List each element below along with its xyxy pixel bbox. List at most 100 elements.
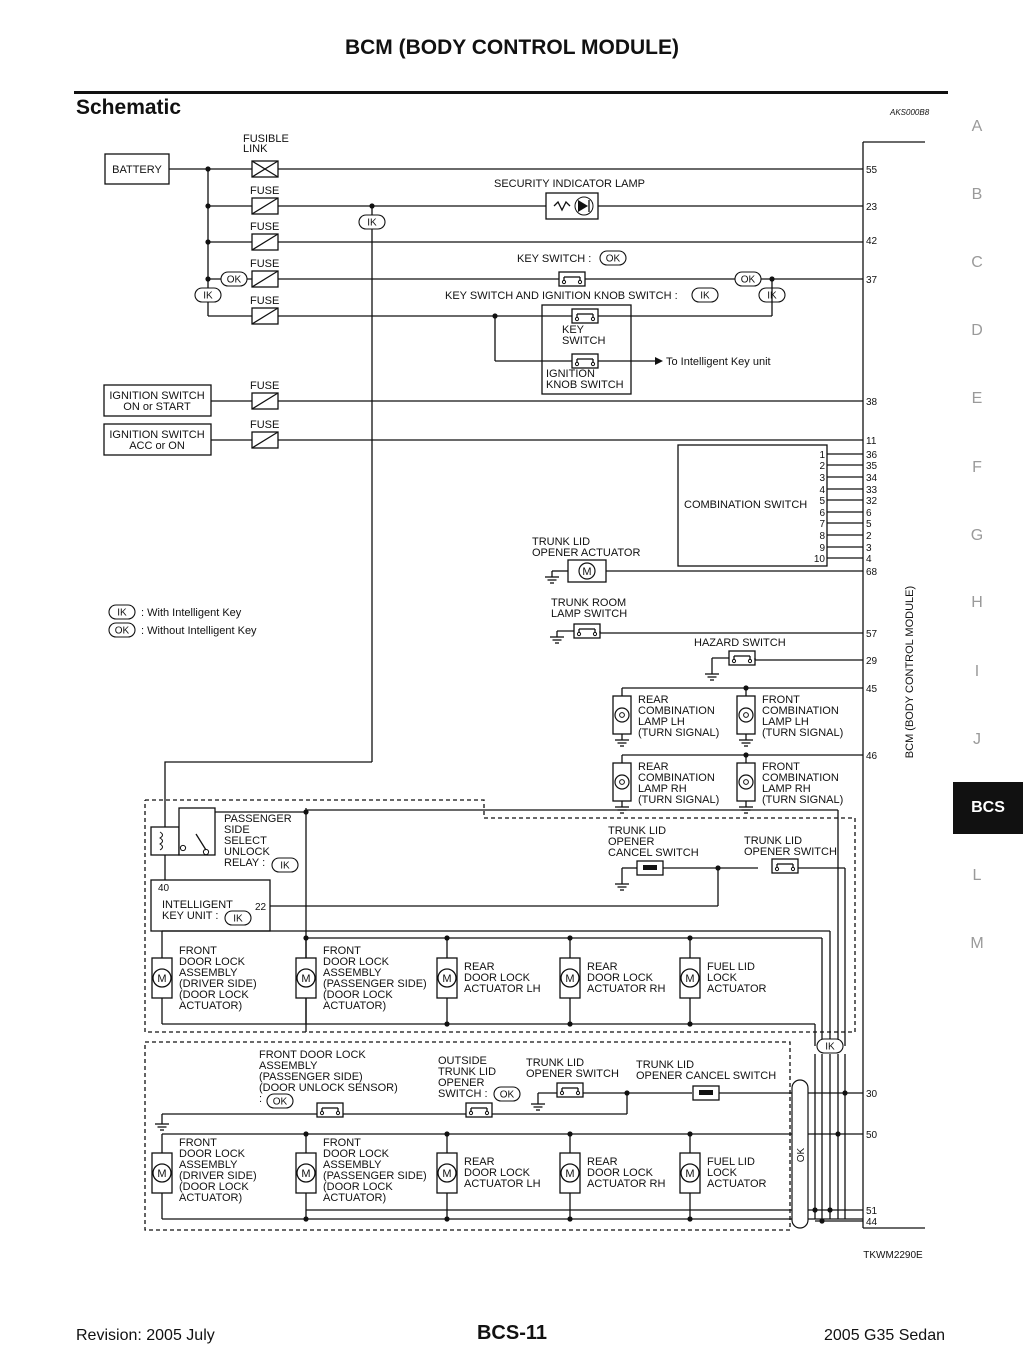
front-door-lock-driver-ok-symbol: M — [157, 1168, 166, 1180]
front-door-lock-driver-ik-label: (DOOR LOCK — [179, 989, 249, 1001]
tab-i[interactable]: I — [974, 663, 980, 680]
rear-door-lock-rh-ik-label: ACTUATOR RH — [587, 983, 665, 995]
fuse-icon — [251, 270, 279, 288]
fuse-label: FUSE — [250, 185, 279, 197]
rear-door-lock-rh-ik-symbol: M — [565, 973, 574, 985]
rear-door-lock-lh-ok-icon — [437, 1163, 457, 1183]
tab-f[interactable]: F — [972, 459, 982, 476]
tab-g[interactable]: G — [970, 527, 984, 544]
junction-dot — [205, 166, 211, 172]
non-intelligent-key-variant-region — [144, 1041, 791, 1231]
rear-door-lock-lh-ok-label: REAR — [464, 1156, 495, 1168]
bcm-pin-44: 44 — [866, 1217, 878, 1228]
front-door-lock-driver-ok-icon — [152, 1163, 172, 1183]
rear-door-lock-rh-ok-label: DOOR LOCK — [587, 1167, 654, 1179]
bcm-pin-42: 42 — [866, 236, 878, 247]
tab-bcs[interactable]: BCS — [953, 782, 1023, 834]
rear-combination-lamp-lh-label: REAR — [638, 694, 669, 706]
bcm-pin-23: 23 — [866, 202, 878, 213]
key-switch-icon — [558, 271, 586, 287]
bcm-pin-4: 4 — [866, 554, 872, 565]
front-door-lock-passenger-ok-label: (PASSENGER SIDE) — [323, 1170, 427, 1182]
rear-door-lock-rh-ok-symbol: M — [565, 1168, 574, 1180]
rear-door-lock-rh-ok-label: ACTUATOR RH — [587, 1178, 665, 1190]
bcm-pin-46: 46 — [866, 751, 878, 762]
tag-ok — [493, 1086, 521, 1102]
tab-l[interactable]: L — [972, 867, 982, 884]
hazard-switch-label: HAZARD SWITCH — [694, 637, 786, 649]
fuse-icon — [251, 307, 279, 325]
ignition-on-start-label: IGNITION SWITCH — [109, 390, 204, 402]
tag-ik — [358, 214, 386, 230]
front-door-lock-passenger-ok-label: DOOR LOCK — [323, 1148, 390, 1160]
bcm-vertical-label: BCM (BODY CONTROL MODULE) — [904, 586, 916, 758]
bcm-pin-57: 57 — [866, 629, 878, 640]
tab-m[interactable]: M — [970, 935, 984, 952]
key-switch-icon — [577, 279, 583, 285]
tab-a[interactable]: A — [971, 118, 983, 135]
intelligent-key-unit-pin-40: 40 — [158, 883, 170, 894]
front-combination-lamp-rh-label: LAMP RH — [762, 783, 811, 795]
passenger-unlock-relay-label: PASSENGER — [224, 813, 292, 825]
outside-trunk-switch-label: SWITCH : — [438, 1088, 488, 1100]
relay-coil-icon — [159, 831, 163, 851]
front-combination-lamp-lh-icon — [743, 712, 749, 718]
ok-connector-oval — [791, 1079, 809, 1229]
tab-d[interactable]: D — [971, 322, 983, 339]
door-unlock-sensor-switch-icon — [335, 1110, 341, 1116]
fusible-link-label: LINK — [243, 143, 268, 155]
tab-j[interactable]: J — [973, 731, 981, 748]
front-door-lock-passenger-ik-icon — [296, 968, 316, 988]
intelligent-key-unit-label: KEY UNIT : — [162, 910, 218, 922]
section-title: Schematic — [76, 96, 182, 119]
legend-ik-text: : With Intelligent Key — [141, 607, 242, 619]
front-door-lock-passenger-ok-label: ASSEMBLY — [323, 1159, 382, 1171]
bcm-pin-5: 5 — [866, 519, 872, 530]
to-intelligent-key-label: To Intelligent Key unit — [666, 356, 771, 368]
front-combination-lamp-rh-label: COMBINATION — [762, 772, 839, 784]
hazard-switch-icon — [731, 658, 737, 664]
bcm-pin-29: 29 — [866, 656, 878, 667]
ignition-knob-label: IGNITION — [546, 368, 595, 380]
trunk-opener-switch-ok-label: TRUNK LID — [526, 1057, 584, 1069]
tab-e[interactable]: E — [971, 390, 983, 407]
ok-connector-label: OK — [796, 1147, 807, 1162]
hazard-switch-icon — [728, 650, 756, 666]
page-title: BCM (BODY CONTROL MODULE) — [344, 36, 680, 59]
trunk-room-lamp-switch-label: TRUNK ROOM — [551, 597, 626, 609]
front-door-unlock-sensor-label: ASSEMBLY — [259, 1060, 318, 1072]
trunk-opener-switch-icon — [774, 866, 780, 872]
outside-trunk-switch-label: TRUNK LID — [438, 1066, 496, 1078]
key-switch-label: KEY SWITCH : — [517, 253, 591, 265]
fuse-label: FUSE — [250, 221, 279, 233]
trunk-opener-switch-label: TRUNK LID — [744, 835, 802, 847]
battery-label: BATTERY — [112, 164, 162, 176]
front-door-lock-driver-ik-label: ACTUATOR) — [179, 1000, 242, 1012]
passenger-unlock-relay-label: UNLOCK — [224, 846, 271, 858]
front-door-lock-driver-ik-symbol: M — [157, 973, 166, 985]
front-combination-lamp-lh-label: LAMP LH — [762, 716, 809, 728]
fusible-link-label: FUSIBLE — [243, 133, 289, 145]
rear-door-lock-lh-ik-label: REAR — [464, 961, 495, 973]
front-door-lock-driver-ok-label: (DOOR LOCK — [179, 1181, 249, 1193]
tag-ik-text: IK — [700, 291, 710, 302]
trunk-room-lamp-switch-icon — [576, 631, 582, 637]
tab-h[interactable]: H — [971, 594, 983, 611]
fuel-lid-lock-actuator-ik-icon — [680, 968, 700, 988]
passenger-unlock-relay-label: RELAY : — [224, 857, 265, 869]
tag-ik — [691, 287, 719, 303]
key-switch-inner-label: KEY — [562, 324, 585, 336]
tab-b[interactable]: B — [971, 186, 983, 203]
passenger-unlock-relay-label: SIDE — [224, 824, 250, 836]
combination-pin-9: 9 — [819, 543, 825, 554]
bcm-pin-2: 2 — [866, 531, 872, 542]
fuel-lid-lock-actuator-ik-label: FUEL LID — [707, 961, 755, 973]
rear-door-lock-rh-ok-icon — [560, 1163, 580, 1183]
legend-ok-tag — [108, 622, 136, 638]
rear-combination-lamp-lh-label: COMBINATION — [638, 705, 715, 717]
tab-c[interactable]: C — [971, 254, 983, 271]
intelligent-key-variant-region — [144, 799, 856, 1033]
bcm-pin-34: 34 — [866, 473, 878, 484]
tag-ok — [220, 271, 248, 287]
combination-pin-10: 10 — [814, 554, 826, 565]
